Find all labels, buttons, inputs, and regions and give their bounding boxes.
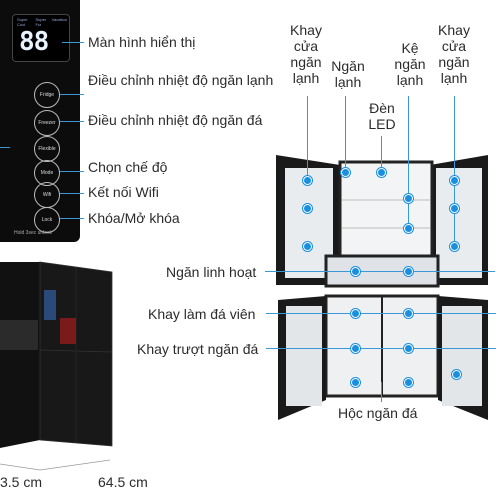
flexible-label: Ngăn linh hoạt [166, 264, 257, 280]
display-digits: 88 [19, 27, 49, 57]
dimension-depth-label: 64.5 cm [98, 474, 148, 490]
fridge-button[interactable]: Fridge [34, 82, 60, 108]
dimension-width-label: 3.5 cm [0, 474, 43, 490]
shelf-label: Kệ ngăn lạnh [394, 40, 426, 88]
fridge-compartment-label: Ngăn lạnh [331, 58, 365, 90]
wifi-label: Kết nối Wifi [88, 184, 159, 200]
lock-button[interactable]: Lock [34, 207, 60, 233]
display-label: Màn hình hiển thị [88, 34, 196, 50]
led-label: Đèn LED [368, 100, 396, 132]
display-mode-3: Vacation [51, 17, 67, 22]
panel-footer-text: Hold 3sec unlock [14, 230, 53, 236]
lock-label: Khóa/Mở khóa [88, 210, 180, 226]
display-screen: Super Cool Super Frz Vacation 88 [12, 14, 70, 62]
fridge-temp-label: Điều chỉnh nhiệt độ ngăn lạnh [88, 72, 274, 88]
ice-tray-label: Khay làm đá viên [148, 306, 256, 322]
door-tray-right-label: Khay cửa ngăn lạnh [438, 22, 470, 86]
freezer-temp-label: Điều chỉnh nhiệt độ ngăn đá [88, 112, 263, 128]
mode-label: Chọn chế độ [88, 159, 168, 175]
door-tray-left-label: Khay cửa ngăn lạnh [290, 22, 322, 86]
display-mode-labels: Super Cool Super Frz Vacation [17, 17, 67, 27]
freezer-button[interactable]: Freezer [34, 110, 60, 136]
freezer-box-label: Hộc ngăn đá [338, 405, 418, 421]
display-mode-1: Super Cool [17, 17, 28, 27]
freezer-slide-tray-label: Khay trượt ngăn đá [137, 341, 259, 357]
display-mode-2: Super Frz [35, 17, 47, 27]
